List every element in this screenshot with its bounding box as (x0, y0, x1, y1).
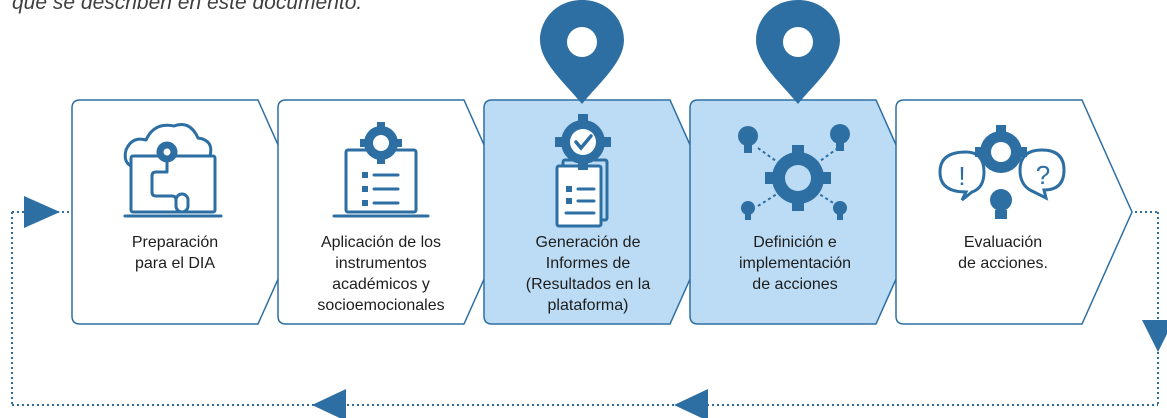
arrow-left-icon (312, 389, 346, 418)
cloud-laptop-icon (123, 123, 223, 218)
step-label-generacion: Generación de Informes de (Resultados en… (525, 234, 651, 314)
location-pin-icon (756, 0, 840, 104)
location-pin-icon (540, 0, 624, 104)
step-label-definicion: Definición e implementación de acciones (738, 234, 852, 293)
gear-check-report-icon (555, 114, 611, 228)
laptop-gear-checklist-icon (332, 122, 430, 218)
gear-question-bulb-icon: ! ? (938, 125, 1066, 219)
intro-text: que se describen en este documento. (12, 0, 363, 14)
svg-text:!: ! (958, 161, 965, 191)
step-label-evaluacion: Evaluación de acciones. (958, 234, 1048, 272)
arrow-left-icon (674, 389, 708, 418)
step-shape-evaluacion (895, 99, 1133, 325)
step-label-aplicacion: Aplicación de los instrumentos académico… (317, 234, 445, 314)
step-shape-definicion (689, 99, 927, 325)
step-label-preparacion: Preparación para el DIA (131, 234, 219, 272)
svg-text:?: ? (1036, 160, 1050, 190)
arrow-right-icon (24, 196, 60, 228)
gear-lightbulbs-icon (738, 124, 850, 220)
loop-arrowheads (24, 196, 1167, 418)
arrow-down-icon (1142, 320, 1167, 352)
